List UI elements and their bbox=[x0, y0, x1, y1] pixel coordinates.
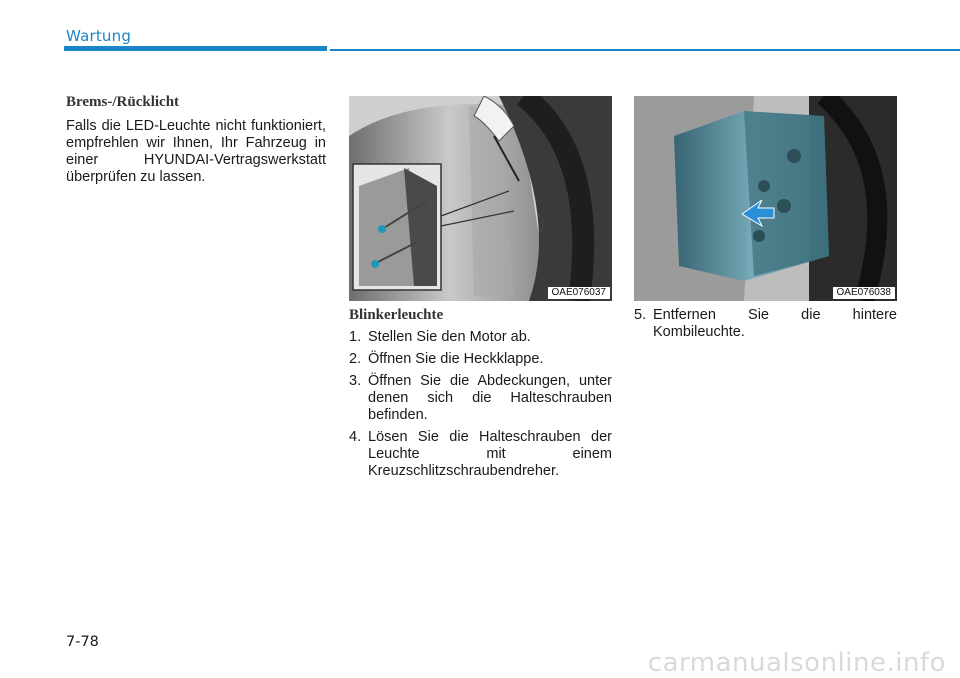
step-text: Öffnen Sie die Heckklappe. bbox=[368, 351, 544, 367]
paragraph: Falls die LED-Leuchte nicht funktioniert… bbox=[66, 118, 326, 185]
step-text: Lösen Sie die Halteschrauben der Leuchte… bbox=[368, 429, 612, 479]
list-item: 4. Lösen Sie die Halteschrauben der Leuch… bbox=[349, 429, 612, 480]
section-heading: Blinkerleuchte bbox=[349, 307, 444, 323]
step-text: Stellen Sie den Motor ab. bbox=[368, 329, 531, 345]
step-number: 5. bbox=[634, 307, 647, 323]
step-number: 2. bbox=[349, 351, 362, 367]
illustration-combination-lamp bbox=[634, 96, 897, 301]
header-bar-thin bbox=[330, 49, 960, 51]
step-number: 3. bbox=[349, 373, 362, 389]
combination-lamp-section: 5. Entfernen Sie die hintere Kombileuchte… bbox=[634, 307, 897, 346]
figure-code: OAE076037 bbox=[547, 287, 610, 299]
illustration-screwdriver bbox=[349, 96, 612, 301]
section-label: Wartung bbox=[66, 27, 132, 45]
header-bar-thick bbox=[64, 46, 327, 51]
step-number: 4. bbox=[349, 429, 362, 445]
figure-combination-lamp: OAE076038 bbox=[634, 96, 897, 301]
watermark: carmanualsonline.info bbox=[647, 648, 946, 678]
brake-tail-light-section: Brems-/Rücklicht Falls die LED-Leuchte n… bbox=[66, 94, 326, 186]
section-heading: Brems-/Rücklicht bbox=[66, 94, 180, 110]
page-number: 7-78 bbox=[66, 634, 99, 650]
step-text: Entfernen Sie die hintere Kombileuchte. bbox=[653, 307, 897, 340]
list-item: 2. Öffnen Sie die Heckklappe. bbox=[349, 351, 612, 368]
figure-screw-removal: OAE076037 bbox=[349, 96, 612, 301]
step-text: Öffnen Sie die Abdeckungen, unter denen … bbox=[368, 373, 612, 423]
step-list: 5. Entfernen Sie die hintere Kombileuchte… bbox=[634, 307, 897, 341]
step-number: 1. bbox=[349, 329, 362, 345]
step-list: 1. Stellen Sie den Motor ab. 2. Öffnen Sie… bbox=[349, 329, 612, 480]
figure-code: OAE076038 bbox=[832, 287, 895, 299]
list-item: 3. Öffnen Sie die Abdeckungen, unter dene… bbox=[349, 373, 612, 424]
list-item: 5. Entfernen Sie die hintere Kombileuchte… bbox=[634, 307, 897, 341]
turn-signal-section: Blinkerleuchte 1. Stellen Sie den Motor a… bbox=[349, 307, 612, 485]
list-item: 1. Stellen Sie den Motor ab. bbox=[349, 329, 612, 346]
